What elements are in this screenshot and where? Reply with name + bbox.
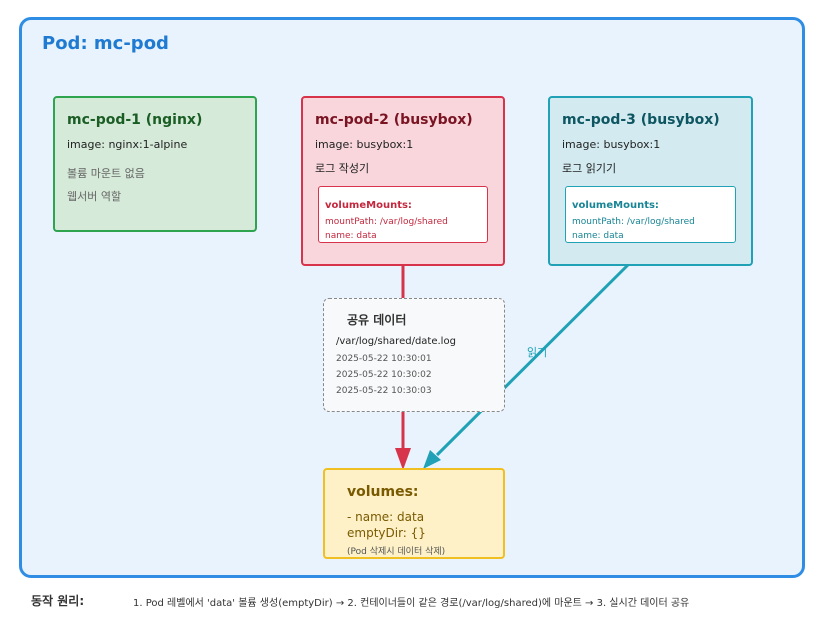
shared-title: 공유 데이터 xyxy=(347,313,407,327)
read-arrow xyxy=(435,241,652,457)
mount-path: mountPath: /var/log/shared xyxy=(325,217,448,227)
shared-data-box: 공유 데이터 /var/log/shared/date.log 2025-05-… xyxy=(323,298,505,412)
mount-name: name: data xyxy=(325,231,377,241)
footer-text: 1. Pod 레벨에서 'data' 볼륨 생성(emptyDir) → 2. … xyxy=(133,598,690,609)
volumes-box: volumes: - name: data emptyDir: {} (Pod … xyxy=(323,468,505,559)
container-image: image: nginx:1-alpine xyxy=(67,138,188,151)
container-title: mc-pod-2 (busybox) xyxy=(315,112,473,128)
volume-mounts-title: volumeMounts: xyxy=(325,200,412,211)
shared-path: /var/log/shared/date.log xyxy=(336,336,456,347)
footer-label: 동작 원리: xyxy=(31,594,85,608)
read-label: 읽기 xyxy=(527,346,548,359)
log-line: 2025-05-22 10:30:02 xyxy=(336,370,432,380)
log-line: 2025-05-22 10:30:01 xyxy=(336,354,432,364)
mount-name: name: data xyxy=(572,231,624,241)
container-title: mc-pod-1 (nginx) xyxy=(67,112,203,128)
container-title: mc-pod-3 (busybox) xyxy=(562,112,720,128)
volume-note: (Pod 삭제시 데이터 삭제) xyxy=(347,547,446,557)
container-image: image: busybox:1 xyxy=(562,138,661,151)
container-desc: 로그 읽기기 xyxy=(562,162,617,175)
log-line: 2025-05-22 10:30:03 xyxy=(336,386,432,396)
container-desc: 로그 작성기 xyxy=(315,162,370,175)
pod-title: Pod: mc-pod xyxy=(42,33,169,54)
container-image: image: busybox:1 xyxy=(315,138,414,151)
volume-mounts-mc-pod-3: volumeMounts: mountPath: /var/log/shared… xyxy=(565,186,736,243)
container-desc: 웹서버 역할 xyxy=(67,190,122,203)
volume-line: emptyDir: {} xyxy=(347,526,426,540)
volume-mounts-title: volumeMounts: xyxy=(572,200,659,211)
volume-mounts-mc-pod-2: volumeMounts: mountPath: /var/log/shared… xyxy=(318,186,488,243)
write-arrowhead xyxy=(395,448,411,470)
container-mc-pod-1: mc-pod-1 (nginx) image: nginx:1-alpine 볼… xyxy=(53,96,257,232)
volumes-title: volumes: xyxy=(347,484,419,500)
mount-path: mountPath: /var/log/shared xyxy=(572,217,695,227)
container-desc: 볼륨 마운트 없음 xyxy=(67,167,145,180)
read-arrowhead xyxy=(423,450,441,469)
volume-line: - name: data xyxy=(347,510,425,524)
